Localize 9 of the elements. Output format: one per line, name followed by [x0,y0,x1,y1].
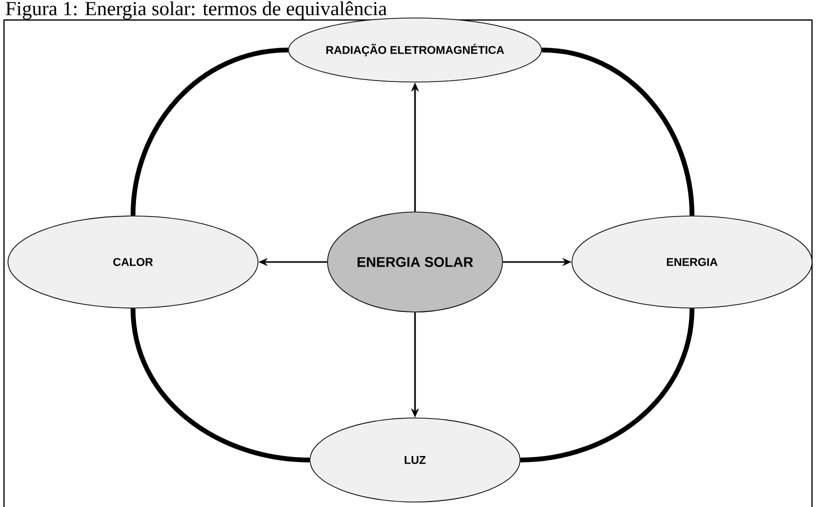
ring-arc [520,308,694,462]
ellipse-node: ENERGIA [572,216,812,308]
ring-arc [130,308,310,462]
ellipse-node: LUZ [310,418,520,502]
ellipse-node: CALOR [8,216,258,308]
figure-title: Figura 1: Energia solar: termos de equivalência [6,1,387,20]
ring-arc [542,48,694,216]
ellipse-node: ENERGIA SOLAR [327,212,503,312]
ring-arc [130,48,288,216]
